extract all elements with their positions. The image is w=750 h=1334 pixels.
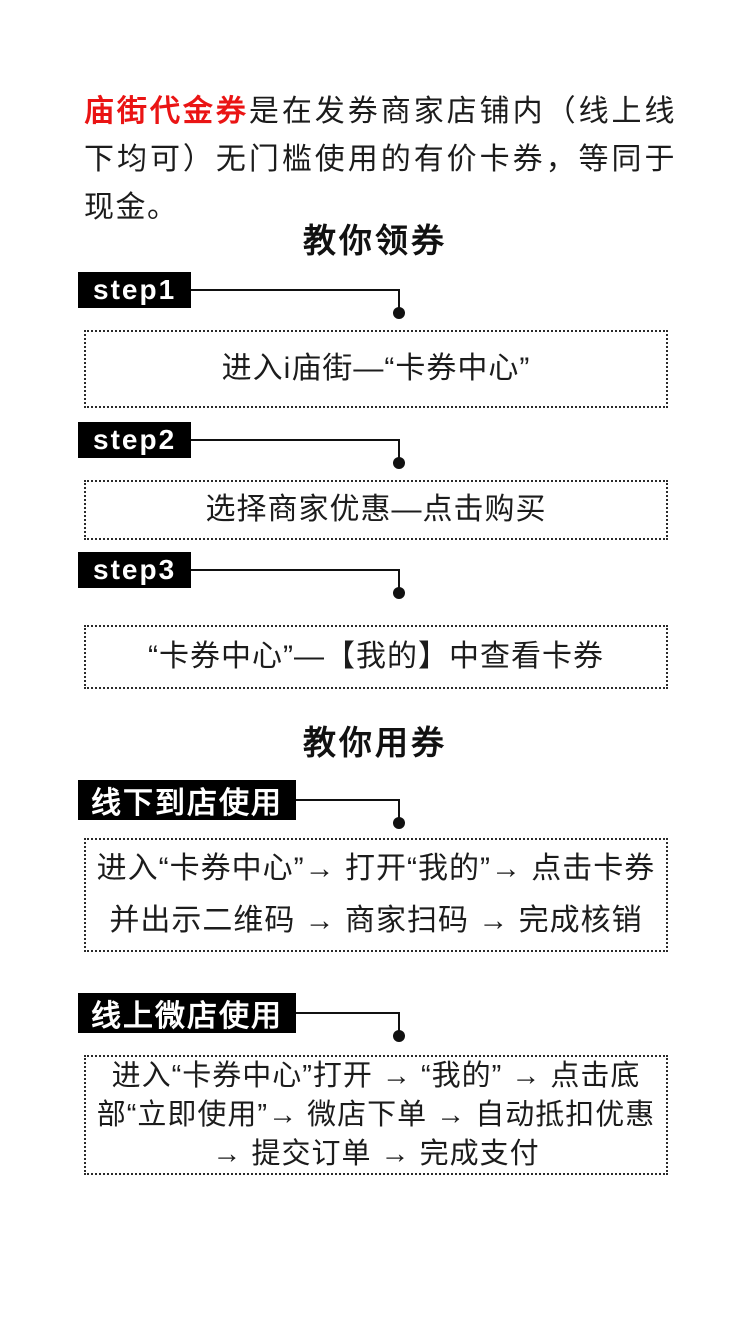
step2-badge-label: step2 <box>93 424 177 455</box>
section-title-use: 教你用券 <box>303 724 447 761</box>
online-instruction-line-3: → 提交订单 → 完成支付 <box>212 1137 540 1170</box>
online-instruction-box: 进入“卡券中心”打开 → “我的” → 点击底 部“立即使用”→ 微店下单 → … <box>84 1055 668 1175</box>
step1-badge-label: step1 <box>93 274 177 305</box>
step3-badge-label: step3 <box>93 554 177 585</box>
offline-use-badge-label: 线下到店使用 <box>91 787 283 820</box>
offline-instruction-line-1: 进入“卡券中心”→ 打开“我的”→ 点击卡券 <box>96 852 656 885</box>
online-connector-line <box>258 1012 405 1042</box>
step1-instruction-text: 进入i庙街—“卡券中心” <box>221 352 531 385</box>
step2-connector-line <box>160 439 405 469</box>
intro-highlight-voucher-name: 庙街代金券 <box>84 95 249 128</box>
step2-badge: step2 <box>78 422 192 458</box>
online-use-badge-label: 线上微店使用 <box>91 1000 283 1033</box>
step1-instruction-box: 进入i庙街—“卡券中心” <box>84 330 668 408</box>
online-instruction-line-1: 进入“卡券中心”打开 → “我的” → 点击底 <box>111 1059 641 1092</box>
intro-body-text: 是在发券商家店铺内（线上线下均可）无门槛使用的有价卡券，等同于现金。 <box>84 95 677 224</box>
online-instruction-line-2: 部“立即使用”→ 微店下单 → 自动抵扣优惠 <box>96 1098 656 1131</box>
offline-instruction-box: 进入“卡券中心”→ 打开“我的”→ 点击卡券 并出示二维码 → 商家扫码 → 完… <box>84 838 668 952</box>
offline-connector-line <box>258 799 405 829</box>
step2-instruction-box: 选择商家优惠—点击购买 <box>84 480 668 540</box>
offline-use-badge: 线下到店使用 <box>78 780 296 820</box>
step2-instruction-text: 选择商家优惠—点击购买 <box>205 493 547 526</box>
online-use-badge: 线上微店使用 <box>78 993 296 1033</box>
intro-paragraph: 庙街代金券是在发券商家店铺内（线上线下均可）无门槛使用的有价卡券，等同于现金。 <box>84 88 676 232</box>
step1-connector-line <box>160 289 405 319</box>
step3-connector-line <box>160 569 405 599</box>
section-title-claim: 教你领券 <box>303 222 447 259</box>
step3-instruction-text: “卡券中心”—【我的】中查看卡券 <box>148 640 604 673</box>
step3-instruction-box: “卡券中心”—【我的】中查看卡券 <box>84 625 668 689</box>
step1-badge: step1 <box>78 272 192 308</box>
offline-instruction-line-2: 并出示二维码 → 商家扫码 → 完成核销 <box>109 904 643 937</box>
step3-badge: step3 <box>78 552 192 588</box>
